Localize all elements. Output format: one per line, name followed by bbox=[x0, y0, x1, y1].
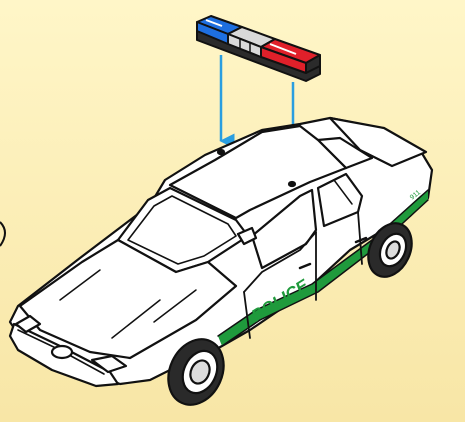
roof-mount-front bbox=[218, 150, 224, 154]
front-emblem bbox=[52, 346, 72, 358]
roof-mount-rear bbox=[289, 182, 295, 186]
